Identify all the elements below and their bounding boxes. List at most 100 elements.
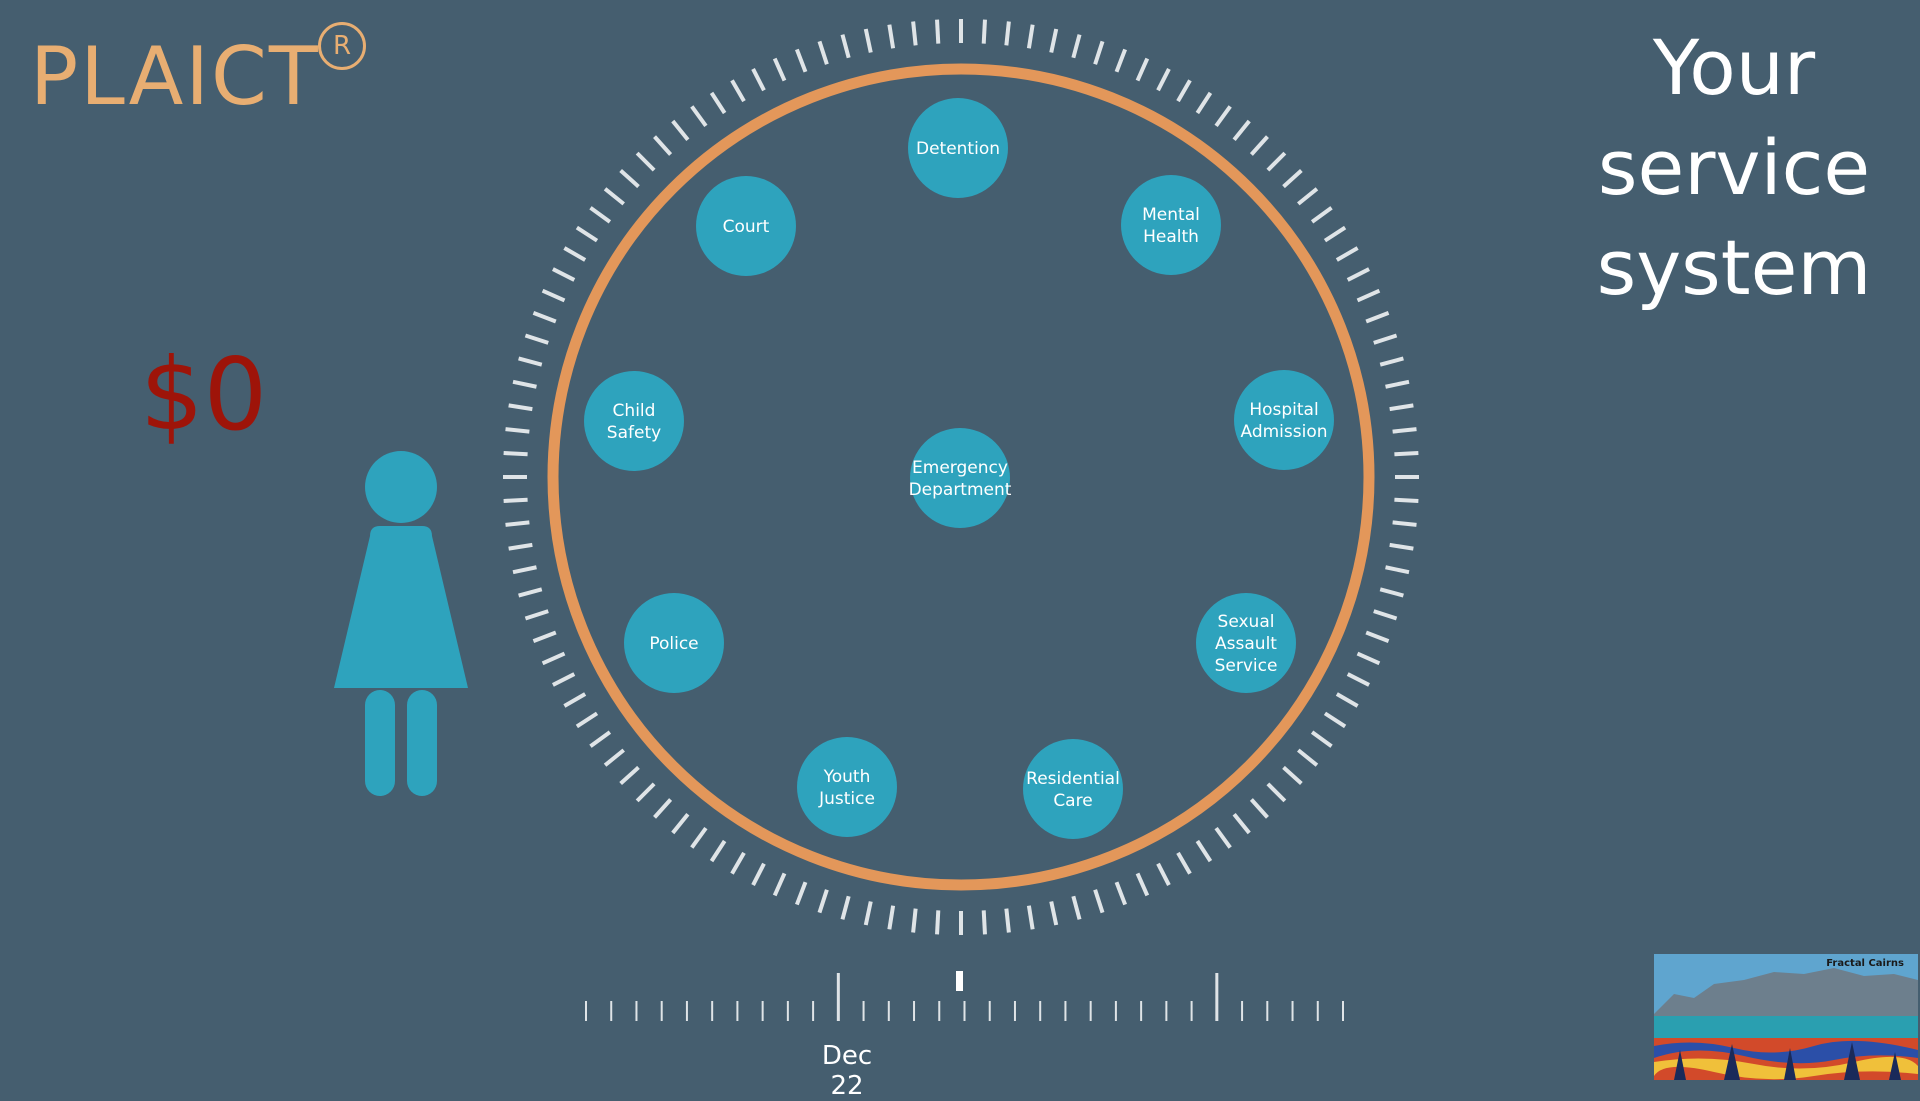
service-node-label: Emergency [912,458,1008,478]
outer-tick [1178,853,1190,874]
outer-tick [1357,291,1379,301]
service-node-label: Detention [916,139,1000,159]
outer-tick [1268,153,1285,170]
outer-tick [1095,41,1102,64]
outer-tick [1386,382,1409,387]
outer-tick [984,20,985,44]
outer-tick [509,545,533,549]
timeline-scale [586,971,1343,1021]
outer-tick [797,49,806,71]
service-node-label: Court [723,217,770,237]
outer-tick [913,909,916,933]
outer-tick [1029,906,1033,930]
timeline-date-label: Dec 22 [802,1041,892,1101]
outer-tick [1138,873,1148,895]
outer-tick [519,358,542,364]
service-node-label: Justice [818,789,875,809]
outer-tick [519,589,542,595]
outer-tick [1073,896,1079,919]
service-node-label: Department [909,480,1012,500]
outer-tick [1337,248,1358,260]
outer-tick [1138,59,1148,81]
outer-tick [1394,453,1418,454]
outer-tick [937,910,938,934]
outer-tick [1117,49,1126,71]
outer-tick [525,335,548,342]
service-node-label: Residential [1026,769,1120,789]
service-node-label: Child [613,401,656,421]
outer-tick [1197,841,1210,861]
outer-tick [1268,784,1285,801]
outer-tick [513,567,536,572]
outer-tick [1325,713,1345,726]
outer-tick [775,59,785,81]
outer-tick [637,784,654,801]
service-node-label: Service [1215,656,1278,676]
outer-tick [543,654,565,664]
outer-tick [1178,80,1190,101]
outer-tick [509,405,533,409]
outer-tick [1393,522,1417,525]
service-node-court[interactable]: Court [696,176,796,276]
outer-tick [1216,106,1230,125]
outer-tick [1390,405,1414,409]
outer-tick [1394,500,1418,501]
outer-tick [506,429,530,432]
outer-tick [775,873,785,895]
outer-tick [1051,902,1056,925]
outer-tick [655,800,671,818]
landscape-image [1654,954,1918,1080]
outer-tick [564,694,585,706]
service-node-circle [1023,739,1123,839]
outer-tick [1348,674,1369,685]
outer-tick [712,841,725,861]
service-node-label: Police [649,634,698,654]
outer-tick [590,732,609,746]
outer-tick [655,137,671,155]
outer-tick [1117,882,1126,904]
outer-tick [753,69,764,90]
outer-tick [1337,694,1358,706]
outer-tick [1284,767,1302,783]
outer-tick [564,248,585,260]
service-node-police[interactable]: Police [624,593,724,693]
outer-tick [533,633,555,642]
outer-tick [1216,828,1230,847]
outer-tick [1251,137,1267,155]
timeline-playhead[interactable] [956,971,963,991]
outer-tick [1051,29,1056,52]
outer-tick [605,189,624,204]
outer-tick [1380,358,1403,364]
outer-tick [533,313,555,322]
service-node-circle [1121,175,1221,275]
outer-tick [1073,35,1079,58]
outer-tick [1234,814,1249,833]
outer-tick [1393,429,1417,432]
outer-tick [692,106,706,125]
service-node-detention[interactable]: Detention [908,98,1008,198]
fractal-cairns-thumbnail[interactable]: Fractal Cairns [1654,954,1918,1080]
outer-tick [1374,335,1397,342]
outer-tick [1095,890,1102,913]
outer-tick [1325,228,1345,241]
service-node-label: Admission [1240,422,1327,442]
service-node-label: Care [1053,791,1092,811]
outer-tick [866,902,871,925]
outer-tick [1348,269,1369,280]
outer-tick [1374,611,1397,618]
outer-tick [819,890,826,913]
outer-tick [1390,545,1414,549]
outer-tick [842,896,848,919]
outer-tick [1006,909,1009,933]
outer-tick [913,22,916,46]
outer-tick [506,522,530,525]
outer-tick [525,611,548,618]
